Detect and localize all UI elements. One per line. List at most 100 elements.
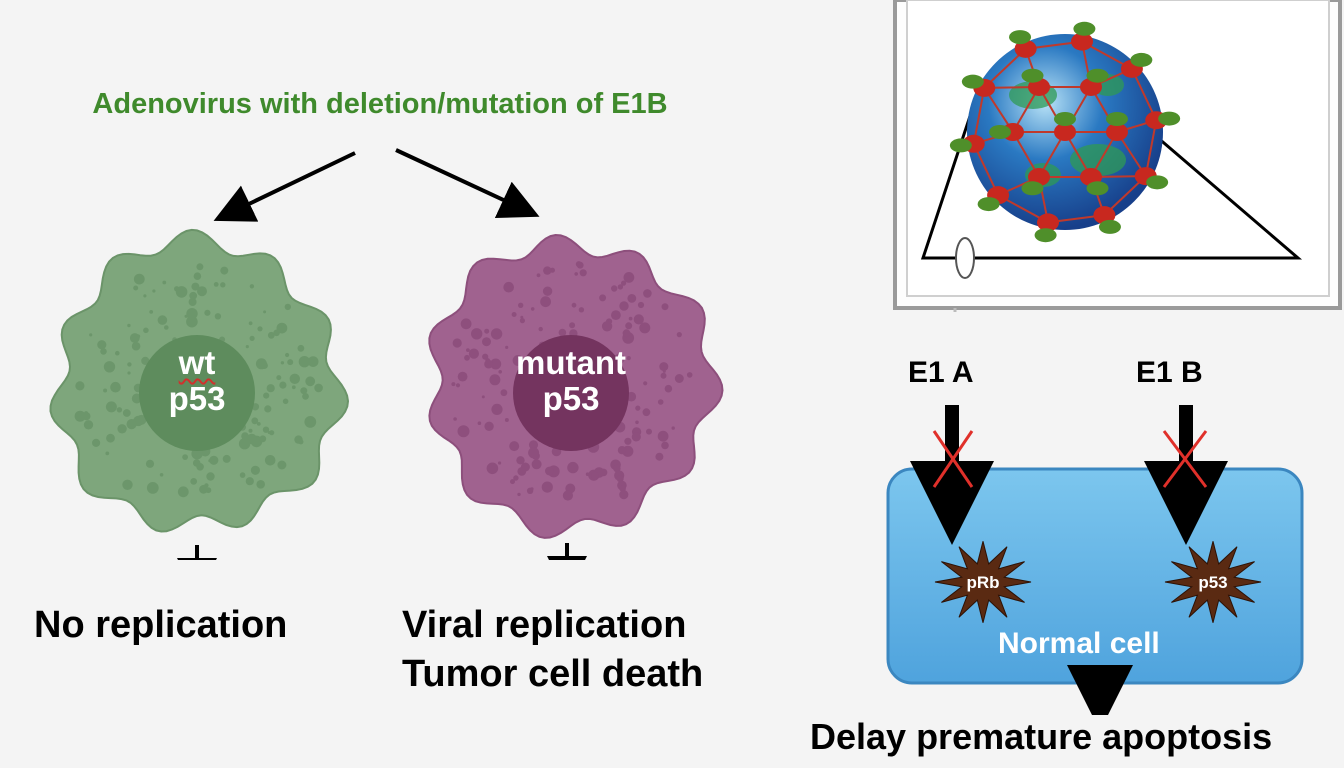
- cell-speckle: [284, 303, 291, 311]
- capsomer-icon: [961, 74, 996, 97]
- cell-speckle: [460, 318, 472, 330]
- cell-speckle: [266, 384, 275, 393]
- cell-speckle: [276, 375, 282, 381]
- cell-speckle: [206, 472, 215, 481]
- cell-speckle: [646, 428, 652, 435]
- cell-speckle: [674, 374, 684, 383]
- cell-speckle: [127, 371, 131, 375]
- cell-speckle: [282, 398, 289, 405]
- cell-speckle: [250, 465, 260, 475]
- cell-speckle: [249, 284, 255, 289]
- burst-star-icon: [934, 541, 1032, 623]
- mutant-label-bottom: p53: [542, 380, 600, 418]
- cell-speckle: [543, 266, 552, 275]
- cell-speckle: [220, 282, 226, 288]
- cell-speckle: [131, 341, 141, 351]
- cell-speckle: [578, 307, 585, 313]
- capsomer-icon: [977, 186, 1010, 212]
- cell-speckle: [304, 416, 317, 428]
- cell-speckle: [177, 486, 189, 498]
- cell-speckle: [513, 475, 519, 481]
- cell-speckle: [575, 261, 582, 268]
- mutant-cell-label: mutant p53: [481, 344, 661, 418]
- cell-speckle: [245, 477, 254, 486]
- cell-speckle: [599, 294, 607, 302]
- cell-speckle: [626, 356, 631, 361]
- apoptosis-outcome: Delay premature apoptosis: [810, 716, 1273, 757]
- cell-speckle: [204, 309, 211, 316]
- capsomer-icon: [1080, 68, 1109, 96]
- cell-speckle: [191, 282, 200, 291]
- e1a-label: E1 A: [908, 356, 974, 389]
- cell-speckle: [209, 455, 219, 465]
- wt-nucleus: [139, 335, 255, 451]
- cell-speckle: [530, 307, 535, 311]
- cell-speckle: [540, 296, 551, 308]
- cell-speckle: [671, 426, 675, 430]
- cell-speckle: [489, 374, 501, 386]
- cell-speckle: [490, 328, 503, 340]
- cell-speckle: [498, 370, 503, 374]
- cell-speckle: [256, 422, 261, 426]
- cell-speckle: [75, 381, 85, 391]
- prb-label: pRb: [966, 573, 1000, 592]
- mutant-nucleus: [513, 335, 629, 451]
- cell-speckle: [624, 437, 632, 445]
- branch-arrow-left: [213, 151, 356, 222]
- cell-speckle: [105, 401, 117, 413]
- cell-speckle: [611, 285, 618, 292]
- cell-speckle: [585, 472, 590, 477]
- cell-speckle: [484, 359, 493, 369]
- cell-speckle: [267, 331, 275, 339]
- cell-speckle: [103, 388, 108, 393]
- cell-speckle: [511, 312, 517, 317]
- cell-speckle: [457, 425, 470, 438]
- capsomer-icon: [989, 123, 1024, 141]
- adenovirus-panel: [893, 0, 1342, 312]
- cell-speckle: [152, 289, 156, 293]
- cell-speckle: [518, 302, 524, 308]
- cell-speckle: [189, 291, 198, 300]
- cell-speckle: [482, 353, 489, 360]
- cell-speckle: [241, 432, 249, 440]
- cell-speckle: [619, 490, 629, 500]
- cell-speckle: [655, 452, 664, 461]
- cell-speckle: [517, 467, 527, 476]
- cell-speckle: [186, 315, 198, 328]
- capsid-edge: [972, 143, 1000, 196]
- cell-speckle: [482, 337, 491, 347]
- cell-speckle: [249, 335, 255, 341]
- capsomer-icon: [1120, 52, 1153, 78]
- normal-cell-label: Normal cell: [998, 627, 1160, 660]
- e1b-cross-icon: [1162, 430, 1208, 488]
- cell-speckle: [294, 376, 299, 382]
- cell-speckle: [627, 294, 637, 303]
- cell-speckle: [208, 459, 212, 463]
- cell-speckle: [136, 334, 141, 339]
- capsomer-icon: [1021, 168, 1050, 196]
- capsid-edge: [1130, 68, 1158, 121]
- wt-label-bottom: p53: [168, 380, 226, 418]
- cell-speckle: [214, 313, 222, 320]
- cell-speckle: [238, 438, 251, 450]
- cell-speckle: [686, 372, 693, 378]
- mutant-outcome-line2: Tumor cell death: [402, 653, 704, 695]
- cell-speckle: [245, 345, 249, 349]
- cell-speckle: [477, 421, 482, 426]
- cell-speckle: [457, 371, 468, 382]
- cell-speckle: [516, 456, 525, 465]
- cell-speckle: [143, 327, 149, 334]
- fiber-lines: [920, 91, 1303, 260]
- cell-speckle: [500, 389, 508, 397]
- cell-speckle: [498, 461, 502, 465]
- cell-speckle: [451, 382, 456, 387]
- cell-speckle: [471, 328, 483, 340]
- cell-speckle: [122, 479, 133, 490]
- cell-speckle: [188, 298, 197, 306]
- cell-speckle: [536, 273, 541, 278]
- p53-protein-label: p53: [1198, 573, 1228, 592]
- cell-speckle: [263, 310, 267, 314]
- cell-speckle: [196, 263, 204, 271]
- cell-speckle: [106, 433, 115, 443]
- cell-speckle: [127, 323, 131, 328]
